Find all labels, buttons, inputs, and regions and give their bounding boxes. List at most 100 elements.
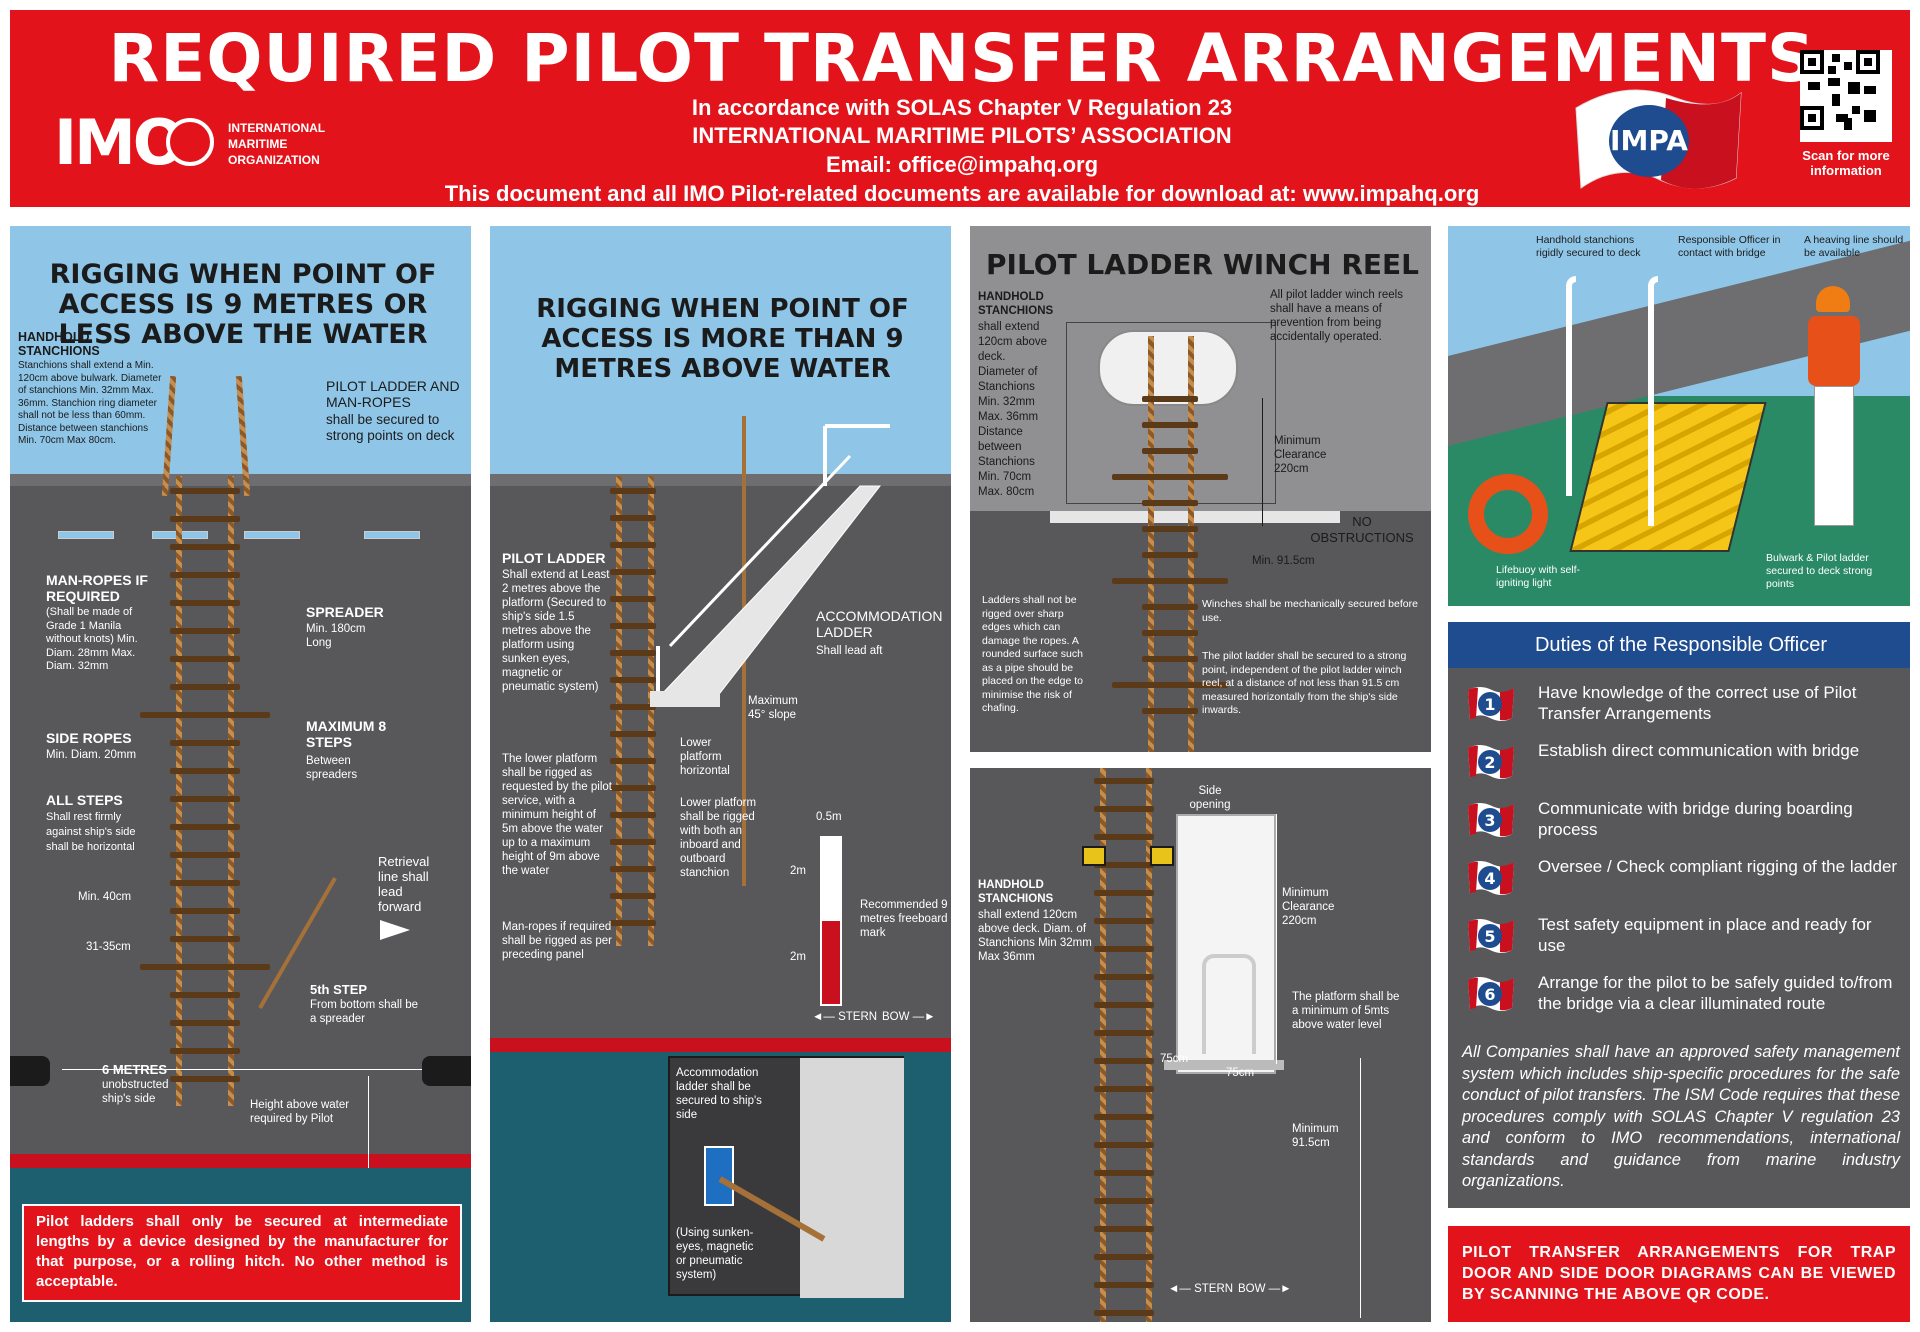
panel-rigging-over-9m: RIGGING WHEN POINT OF ACCESS IS MORE THA… [488, 224, 953, 1324]
subtitle-impa: INTERNATIONAL MARITIME PILOTS’ ASSOCIATI… [692, 123, 1232, 148]
ladder-step [610, 704, 656, 710]
ladder-step [1142, 656, 1198, 662]
ladder-step [610, 839, 656, 845]
imo-logo-text: IMO [54, 106, 185, 179]
ladder-step [170, 572, 240, 578]
ladder-step [610, 758, 656, 764]
impa-flag-icon: IMPA [1566, 78, 1746, 198]
ladder-step [1094, 1226, 1154, 1232]
header-banner: REQUIRED PILOT TRANSFER ARRANGEMENTS In … [8, 8, 1912, 209]
handhold-label: Handhold stanchions rigidly secured to d… [1536, 234, 1641, 259]
manropes-text: Man-ropes if required shall be rigged as… [502, 921, 612, 961]
ladder-step [170, 936, 240, 942]
ladder-step [170, 600, 240, 606]
ladder-step [1094, 1254, 1154, 1260]
ladder-side-rope-right [228, 476, 234, 1106]
ladder-step [610, 731, 656, 737]
bottom-note-text: PILOT TRANSFER ARRANGEMENTS FOR TRAP DOO… [1462, 1244, 1896, 1303]
subtitle-solas: In accordance with SOLAS Chapter V Regul… [691, 95, 1233, 120]
stanchion [1648, 276, 1658, 526]
red-boot-top [490, 1038, 951, 1052]
handhold-title: HANDHOLD STANCHIONS [18, 330, 100, 358]
manropes-title: MAN-ROPES IF REQUIRED [46, 572, 148, 604]
ladder-step [1094, 1282, 1154, 1288]
six-metres-dimension-line [62, 1069, 422, 1070]
winch-reel-drum [1098, 330, 1238, 406]
deck-edge [1050, 511, 1340, 523]
ladder-step [1094, 974, 1154, 980]
porthole-strip [244, 531, 300, 539]
ladder-step [610, 488, 656, 494]
height-dimension-line [368, 1076, 369, 1168]
numbered-flag-icon: 4 [1466, 858, 1516, 898]
clearance-dimension-line [1262, 398, 1263, 526]
spreader-text: Min. 180cm Long [306, 623, 366, 649]
allsteps-title: ALL STEPS [46, 792, 123, 808]
ladder-step [170, 880, 240, 886]
ladder-step [1142, 630, 1198, 636]
slope-label: Maximum 45° slope [748, 695, 798, 721]
sky-background [490, 226, 951, 474]
reels-text: All pilot ladder winch reels shall have … [1270, 289, 1403, 343]
platform [1164, 1060, 1284, 1070]
m05-label: 0.5m [816, 811, 842, 823]
ladder-step [170, 768, 240, 774]
duty-number: 4 [1484, 869, 1495, 888]
panel1-note-text: Pilot ladders shall only be secured at i… [36, 1213, 448, 1290]
ladder-step [610, 677, 656, 683]
impa-logo-text: IMPA [1610, 124, 1688, 157]
ladder-side-rope-left [1100, 768, 1106, 1322]
securing-clamp-icon [1150, 846, 1174, 866]
c75a-label: 75cm [1160, 1053, 1189, 1065]
stanchion [1566, 276, 1576, 496]
ladder-step [170, 740, 240, 746]
numbered-flag-icon: 6 [1466, 974, 1516, 1014]
qr-code[interactable] [1800, 50, 1892, 142]
deck-line [490, 474, 951, 486]
ladder-step [610, 569, 656, 575]
ladder-step [1094, 1002, 1154, 1008]
ladder-step [170, 1020, 240, 1026]
ladder-step [170, 1076, 240, 1082]
ladder-step [1142, 708, 1198, 714]
trousers [1814, 386, 1854, 526]
contact-email[interactable]: Email: office@impahq.org [825, 152, 1099, 177]
download-notice[interactable]: This document and all IMO Pilot-related … [444, 181, 1480, 206]
life-vest [1808, 316, 1860, 386]
m2a-label: 2m [790, 865, 806, 877]
handhold-text: shall extend 120cm above deck. Diam. of … [978, 909, 1092, 963]
stern-label: ◄— STERN [812, 1011, 878, 1023]
duty-number: 5 [1484, 927, 1495, 946]
height-dimension-line [1360, 1058, 1361, 1318]
ladder-spreader [1112, 578, 1228, 584]
noobs-text: NO OBSTRUCTIONS [1310, 514, 1414, 545]
ladder-step [610, 542, 656, 548]
accommodation-text: Shall lead aft [816, 645, 883, 657]
ladder-step [1094, 1310, 1154, 1316]
panel-winch-reel: PILOT LADDER WINCH REEL HANDHOLD STANCHI… [968, 224, 1433, 754]
ship-hull [490, 474, 951, 1038]
spreader-title: SPREADER [306, 604, 384, 620]
handhold-title: HANDHOLD STANCHIONS [978, 291, 1054, 317]
ladder-step [1142, 526, 1198, 532]
duties-title: Duties of the Responsible Officer [1534, 634, 1827, 656]
handhold-text: shall extend 120cm above deck. Diameter … [978, 321, 1048, 498]
ladder-step [1094, 1058, 1154, 1064]
deck-line [10, 474, 471, 486]
magnet-fitting-icon [704, 1146, 734, 1206]
ladder-step [170, 656, 240, 662]
ladder-step [1142, 396, 1198, 402]
ladder-step [610, 515, 656, 521]
inset-secured-text: Accommodation ladder shall be secured to… [676, 1067, 762, 1121]
ladder-step [610, 893, 656, 899]
side-opening-door [1176, 814, 1276, 1074]
step5-title: 5th STEP [310, 982, 368, 997]
cm3135-label: 31-35cm [86, 941, 131, 953]
ladder-step [170, 516, 240, 522]
numbered-flag-icon: 5 [1466, 916, 1516, 956]
ladder-step [610, 920, 656, 926]
handhold-title: HANDHOLD STANCHIONS [978, 879, 1054, 905]
